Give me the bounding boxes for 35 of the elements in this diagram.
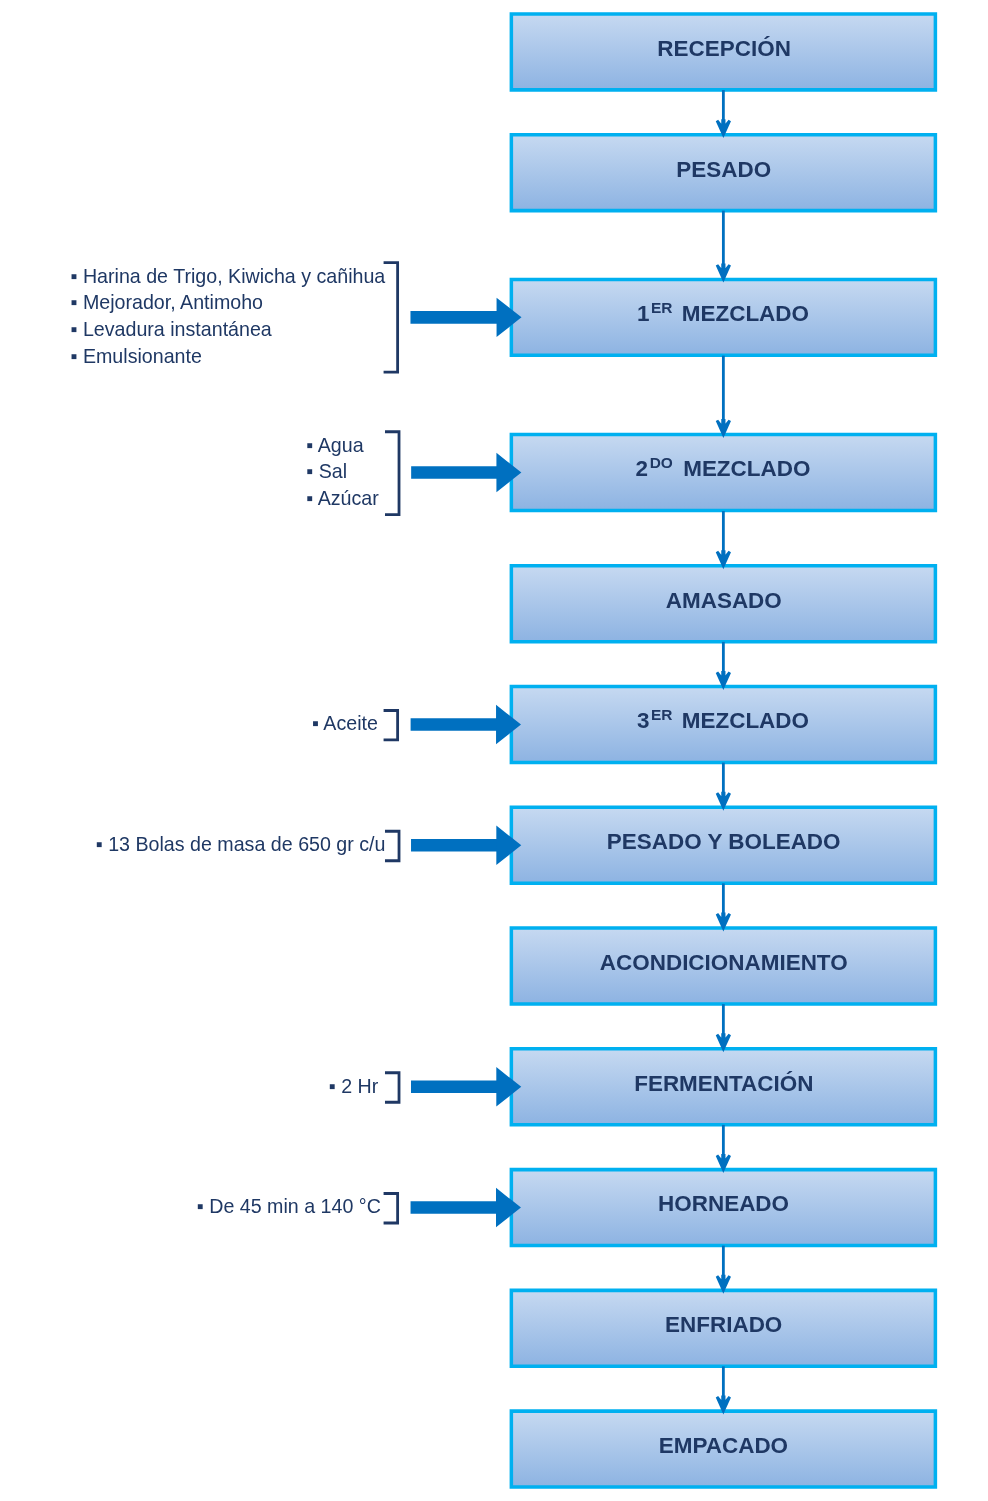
node-box: RECEPCIÓN <box>509 12 937 92</box>
node-box: ACONDICIONAMIENTO <box>509 926 937 1006</box>
node-box: 2$^{DO}$ MEZCLADO <box>509 432 937 513</box>
arrow <box>409 297 522 337</box>
arrow <box>715 511 731 568</box>
node-box: PESADO <box>509 133 937 213</box>
arrow <box>410 825 521 865</box>
node-box: FERMENTACIÓN <box>509 1047 937 1127</box>
arrow <box>410 1187 521 1228</box>
arrow <box>715 1004 731 1051</box>
node-box: 3$^{ER}$ MEZCLADO <box>509 684 937 765</box>
arrow <box>410 1067 521 1107</box>
node-box: HORNEADO <box>509 1167 937 1248</box>
node-text: ▪ Harina de Trigo, Kiwicha y cañihua ▪ Mejorador, Antimoho ▪ Levadura instantánea ▪ Emulsionante <box>69 264 385 367</box>
node-box: 1$^{ER}$ MEZCLADO <box>509 277 937 357</box>
arrow <box>410 452 521 493</box>
arrow <box>715 883 731 930</box>
arrow <box>715 641 731 688</box>
arrow <box>715 1366 731 1413</box>
arrow <box>715 1245 731 1292</box>
node-box: EMPACADO <box>509 1409 937 1489</box>
arrow <box>715 90 731 137</box>
arrow <box>715 355 731 436</box>
node-box: AMASADO <box>509 564 937 644</box>
node-box: PESADO Y BOLEADO <box>509 805 937 885</box>
arrow <box>715 762 731 809</box>
node-text: ▪ Agua ▪ Sal ▪ Azúcar <box>305 433 379 510</box>
arrow <box>715 210 731 281</box>
arrow <box>715 1124 731 1171</box>
node-text: ▪ 13 Bolas de masa de 650 gr c/u <box>95 833 385 856</box>
arrow <box>410 704 521 745</box>
node-box: ENFRIADO <box>509 1288 937 1368</box>
node-text: ▪ Aceite <box>311 712 378 735</box>
node-text: ▪ 2 Hr <box>328 1074 378 1097</box>
node-text: ▪ De 45 min a 140 °C <box>196 1195 381 1218</box>
